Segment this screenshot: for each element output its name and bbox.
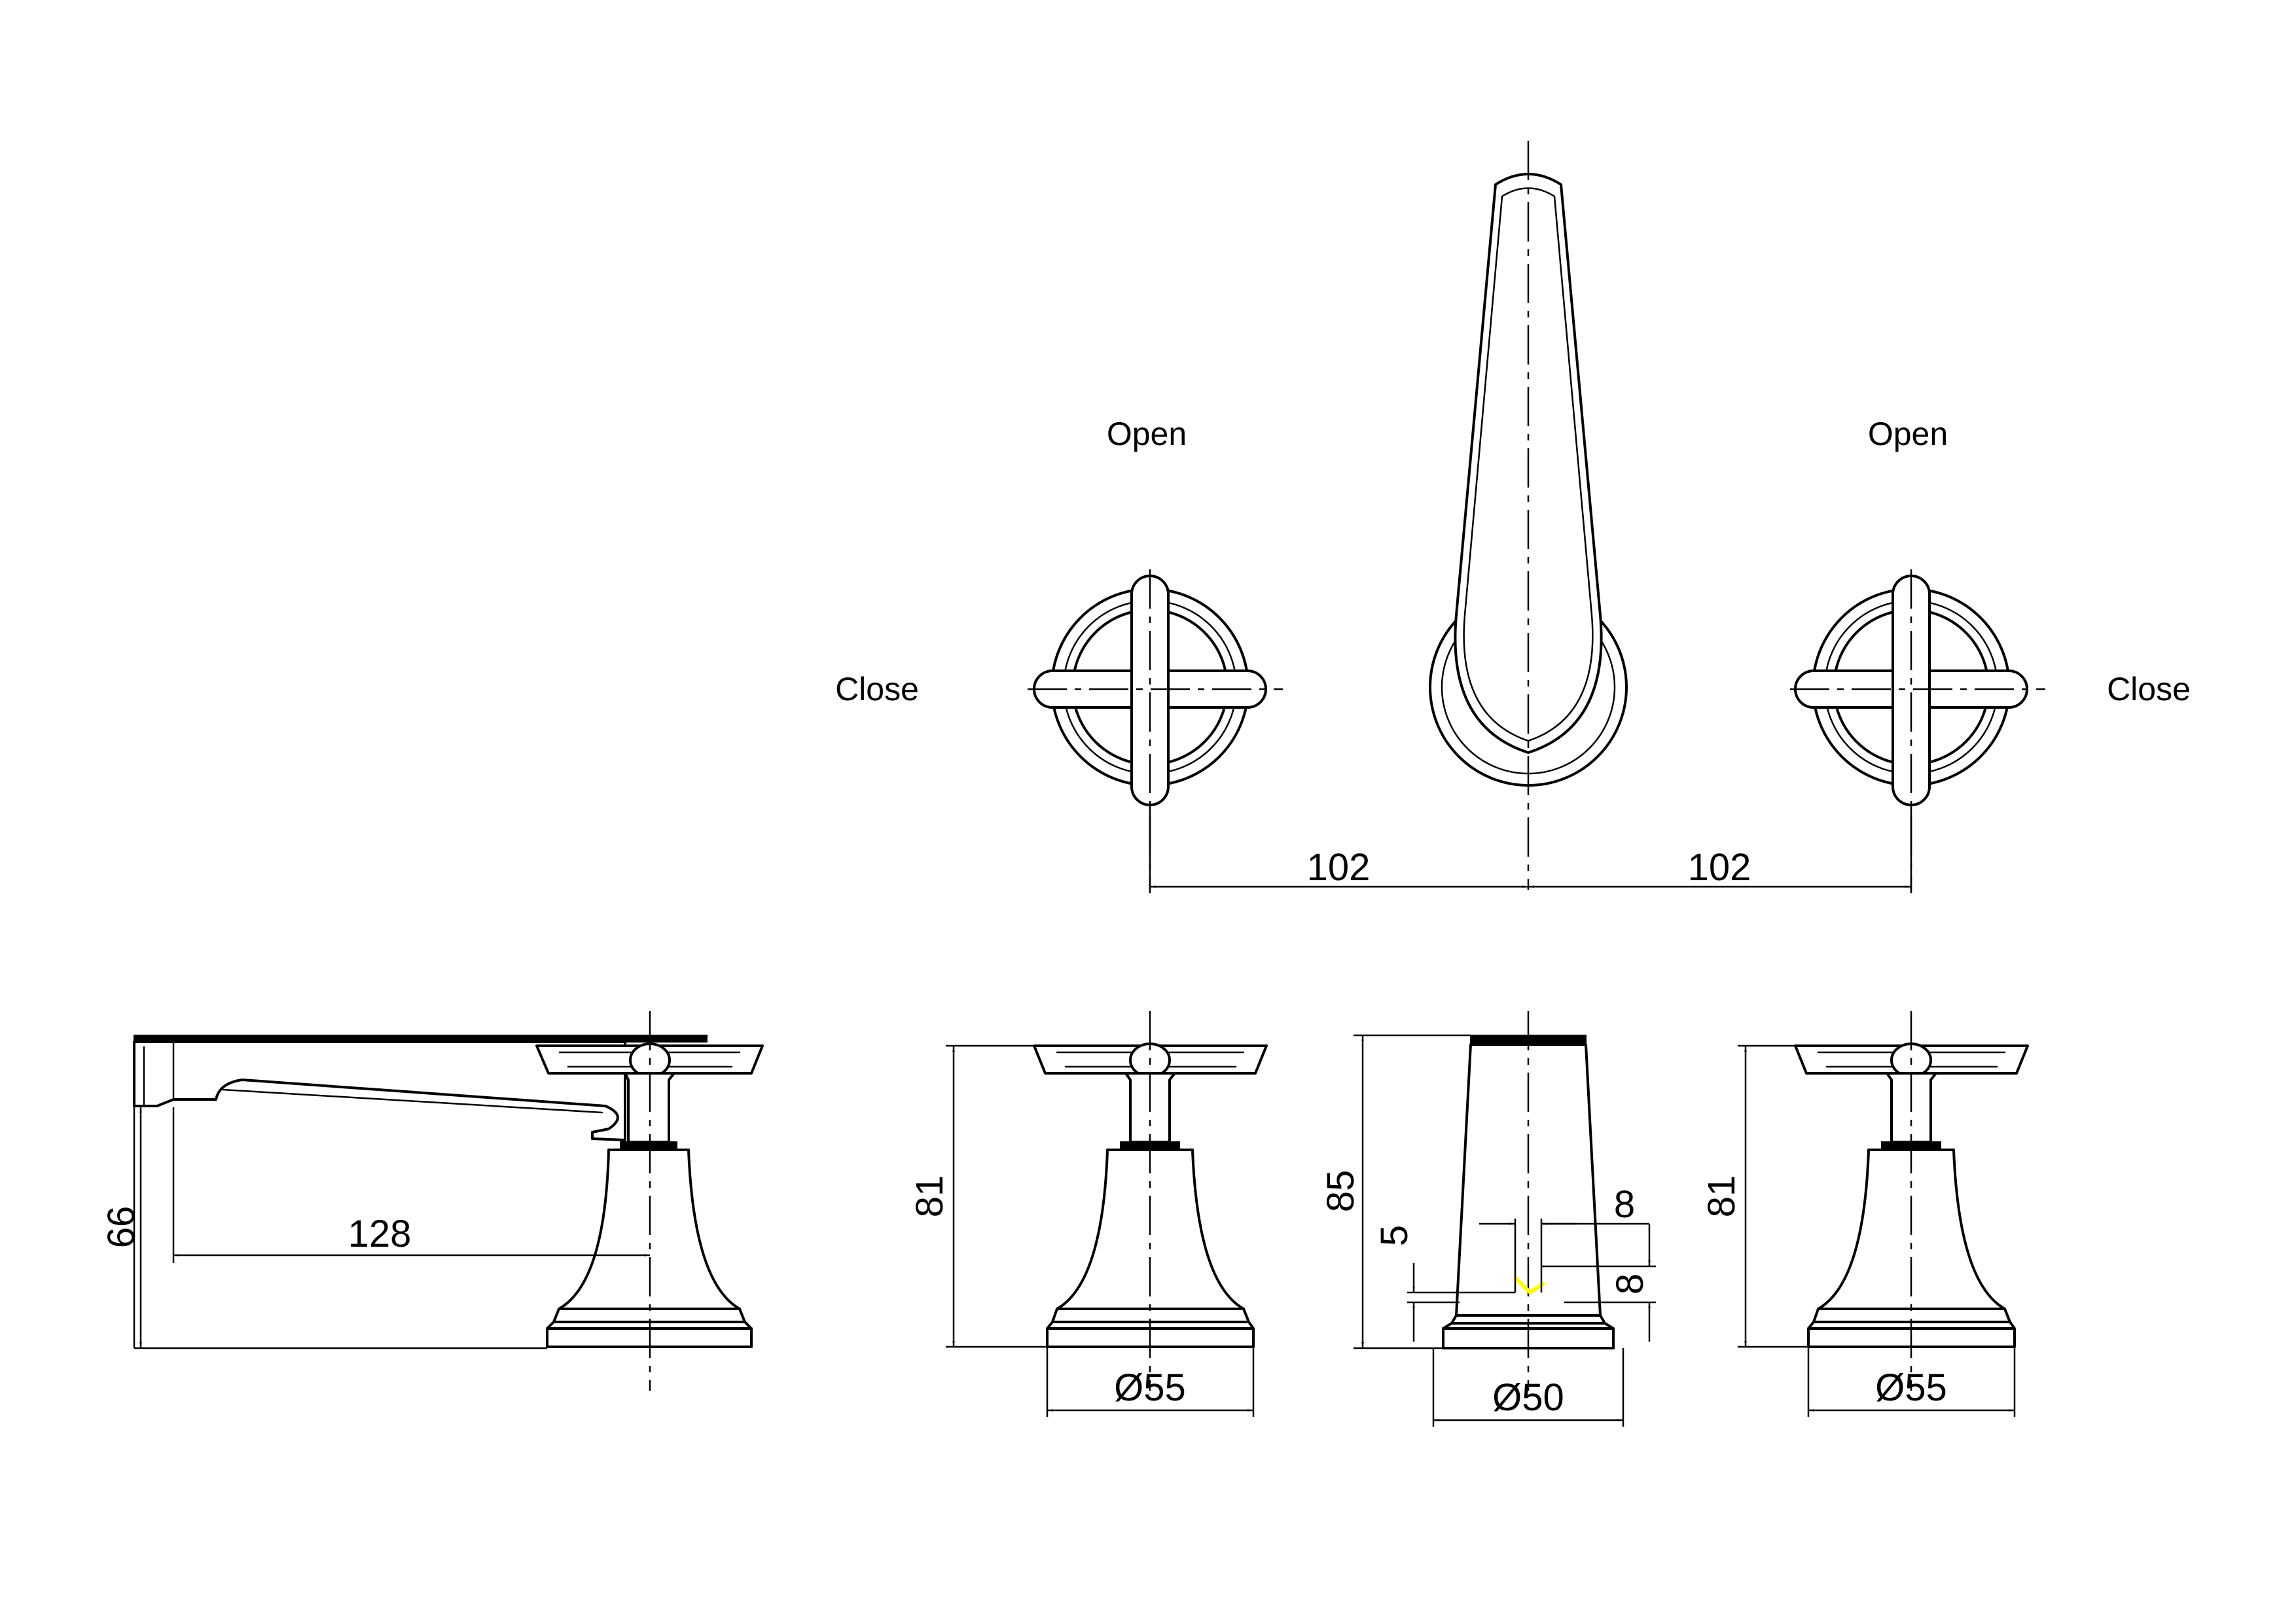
label-open-left: Open	[1107, 416, 1187, 452]
right-valve-front	[1738, 1011, 2029, 1417]
right-valve-plan	[1790, 569, 2045, 890]
label-close-left: Close	[835, 671, 919, 707]
plan-view: Open Open Close Close 102 102	[835, 141, 2191, 893]
spout-plan	[1429, 141, 1628, 890]
label-open-right: Open	[1868, 416, 1948, 452]
label-close-right: Close	[2107, 671, 2191, 707]
dimension-detail-offset: 5	[1373, 1225, 1416, 1246]
spacing-dimension	[1149, 805, 1912, 893]
dimension-valve-height-right: 81	[1700, 1175, 1743, 1218]
dimension-valve-diameter-left: Ø55	[1114, 1366, 1186, 1409]
dimension-spout-total-height: 85	[1319, 1170, 1362, 1213]
dimension-spout-height: 66	[100, 1206, 143, 1249]
dimension-valve-height-left: 81	[908, 1175, 951, 1218]
dimension-spacing-left: 102	[1307, 846, 1371, 889]
spout-front	[1354, 1011, 1656, 1427]
spout-side-view	[133, 1011, 764, 1391]
dimension-spout-reach: 128	[348, 1213, 412, 1255]
dimension-detail-width: 8	[1614, 1183, 1635, 1226]
dimension-spout-diameter: Ø50	[1492, 1376, 1564, 1419]
dimension-valve-diameter-right: Ø55	[1875, 1366, 1947, 1409]
left-valve-plan	[1028, 569, 1283, 890]
left-valve-front	[946, 1011, 1268, 1417]
dimension-detail-height: 8	[1609, 1274, 1651, 1294]
dimension-spacing-right: 102	[1688, 846, 1751, 889]
